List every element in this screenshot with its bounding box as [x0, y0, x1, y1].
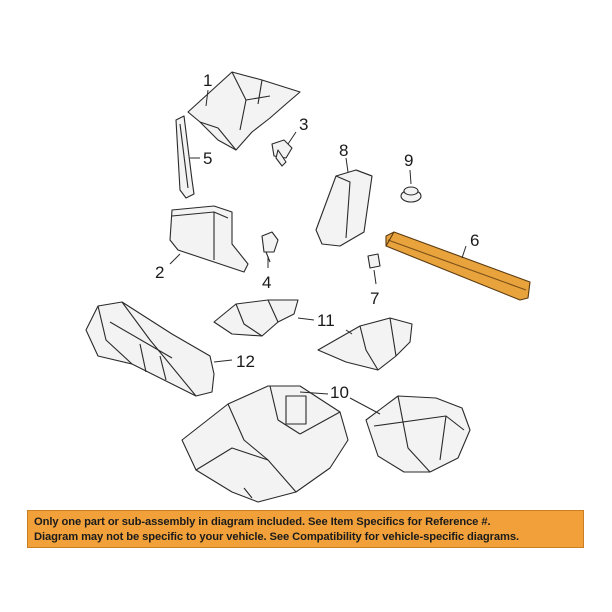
part-10-storage-bin	[365, 395, 471, 473]
callout-7: 7	[370, 289, 379, 308]
part-10-console-base	[181, 385, 349, 503]
part-5-trim-strip	[175, 115, 195, 199]
callout-11: 11	[317, 311, 335, 330]
callout-3: 3	[299, 115, 308, 134]
callout-12: 12	[236, 352, 255, 371]
callout-1: 1	[203, 71, 212, 90]
leader-lines	[169, 89, 467, 415]
part-7-clip	[367, 253, 381, 269]
part-1-pillar-trim	[187, 71, 301, 151]
notice-line-1: Only one part or sub-assembly in diagram…	[34, 516, 491, 528]
part-8-side-trim	[315, 169, 373, 247]
part-11-floor-panel-left	[213, 299, 299, 337]
part-11-floor-panel-right	[317, 317, 413, 371]
callout-4: 4	[262, 273, 271, 292]
callout-9: 9	[404, 151, 413, 170]
notice-line-2: Diagram may not be specific to your vehi…	[34, 531, 519, 543]
callout-5: 5	[203, 149, 212, 168]
callout-2: 2	[155, 263, 164, 282]
callout-6: 6	[470, 231, 479, 250]
callout-10: 10	[330, 383, 349, 402]
part-4-clip	[261, 231, 279, 263]
part-9-nut	[400, 186, 422, 203]
callout-8: 8	[339, 141, 348, 160]
part-3-fastener	[271, 139, 293, 167]
exploded-parts-diagram: 1 2 3 4 5 6 7 8 9 10 11 12	[85, 71, 531, 503]
compatibility-notice-banner: Only one part or sub-assembly in diagram…	[27, 510, 584, 548]
part-12-floor-tunnel	[85, 301, 215, 397]
part-2-lower-panel	[169, 205, 249, 273]
part-6-sill-plate-highlighted	[385, 231, 531, 301]
